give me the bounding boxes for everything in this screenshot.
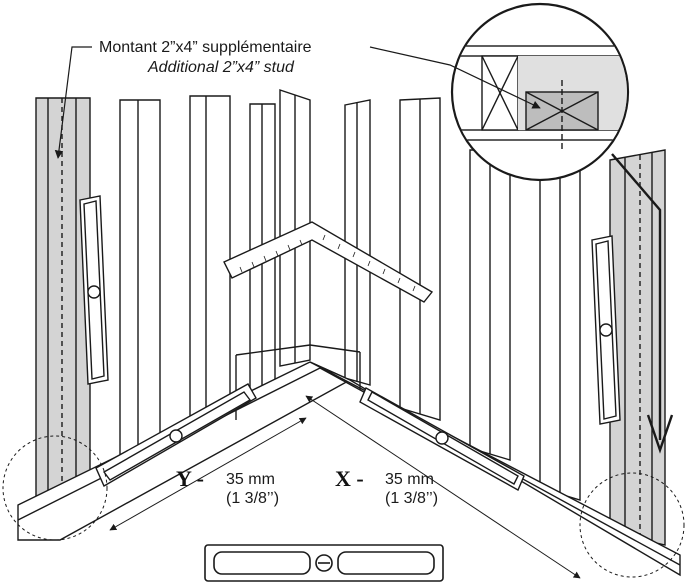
y-letter: Y - bbox=[176, 466, 204, 491]
stud-label-fr: Montant 2”x4” supplémentaire bbox=[99, 39, 312, 56]
carpenter-square bbox=[223, 221, 434, 303]
left-stud-1 bbox=[119, 99, 161, 474]
y-value: 35 mm bbox=[226, 471, 275, 488]
level-vertical-right bbox=[591, 235, 621, 425]
level-vertical-left bbox=[79, 195, 109, 385]
right-detail-circle bbox=[579, 472, 685, 578]
detail-magnifier bbox=[450, 2, 630, 182]
x-letter: X - bbox=[335, 466, 364, 491]
stud-label-en: Additional 2”x4” stud bbox=[147, 59, 295, 76]
dimension-lines bbox=[109, 395, 581, 579]
right-corner-stud bbox=[609, 149, 666, 546]
left-corner-stud bbox=[35, 97, 91, 511]
level-bottom bbox=[204, 544, 444, 582]
left-detail-circle bbox=[2, 435, 108, 541]
y-inch: (1 3/8’’) bbox=[226, 490, 279, 507]
x-inch: (1 3/8’’) bbox=[385, 490, 438, 507]
x-value: 35 mm bbox=[385, 471, 434, 488]
left-stud-2 bbox=[189, 95, 231, 433]
leader-lines bbox=[54, 46, 674, 454]
